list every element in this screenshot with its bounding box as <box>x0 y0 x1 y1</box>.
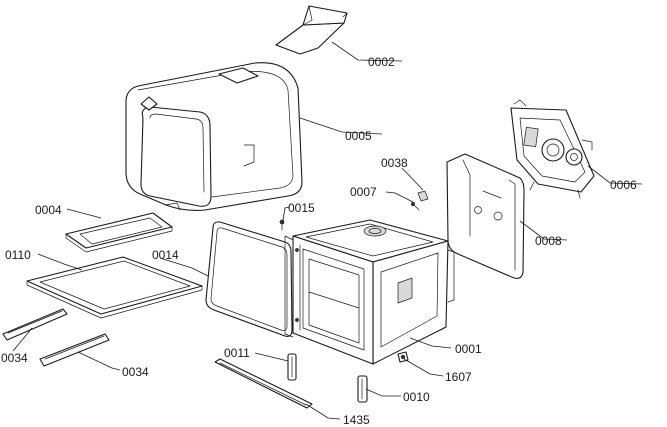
part-0002-top-plate <box>275 5 348 55</box>
part-0006-control-bracket <box>510 99 595 199</box>
part-0008-rear-panel <box>446 153 525 279</box>
part-0014-gasket-frame <box>205 221 293 337</box>
label-0002: 0002 <box>368 55 395 69</box>
part-0001-oven-cavity <box>284 219 455 365</box>
leader-0007 <box>385 191 414 203</box>
leader-0010 <box>365 388 401 397</box>
part-0110-tray <box>26 256 203 319</box>
part-1435-bottom-strip <box>214 358 313 409</box>
leader-0038 <box>401 167 424 191</box>
part-0034a-rail <box>2 308 68 341</box>
part-0015-screw <box>279 219 285 231</box>
leader-0008 <box>519 220 568 241</box>
leader-0002 <box>331 41 403 62</box>
label-0005: 0005 <box>345 129 372 143</box>
label-0001: 0001 <box>455 342 482 356</box>
label-1435: 1435 <box>343 413 370 427</box>
leader-0015 <box>282 206 290 221</box>
leader-0011 <box>254 352 289 362</box>
label-0004: 0004 <box>35 203 62 217</box>
leader-0034b <box>77 351 121 371</box>
label-0010: 0010 <box>403 390 430 404</box>
label-0014: 0014 <box>152 248 179 262</box>
part-0005-outer-casing <box>125 62 303 211</box>
leader-0005 <box>299 117 383 135</box>
label-1607: 1607 <box>445 370 472 384</box>
label-0034-right: 0034 <box>122 365 149 379</box>
part-0038-clip <box>417 190 429 202</box>
label-0011: 0011 <box>224 346 250 360</box>
part-0034b-rail <box>39 333 110 367</box>
label-0007: 0007 <box>350 185 377 199</box>
label-0008: 0008 <box>535 234 562 248</box>
leader-0004 <box>66 208 102 219</box>
callout-labels: 0002 0005 0038 0006 0007 0004 0015 0008 … <box>1 55 637 427</box>
leader-0006 <box>587 165 643 185</box>
label-0006: 0006 <box>610 178 637 192</box>
leader-1435 <box>305 403 341 420</box>
part-0007-screw <box>411 202 420 211</box>
label-0110: 0110 <box>5 248 31 262</box>
leader-0110 <box>37 253 83 271</box>
leader-lines <box>12 41 643 420</box>
part-0004-rack <box>65 212 173 253</box>
label-0038: 0038 <box>381 156 408 170</box>
label-0034-left: 0034 <box>1 351 28 365</box>
part-0011-hinge <box>287 353 297 381</box>
label-0015: 0015 <box>288 201 315 215</box>
part-0010-hinge <box>357 375 368 403</box>
leader-0034a <box>12 327 33 352</box>
leader-0014 <box>159 257 209 277</box>
leader-1607 <box>403 358 444 377</box>
leader-0001 <box>409 337 452 349</box>
